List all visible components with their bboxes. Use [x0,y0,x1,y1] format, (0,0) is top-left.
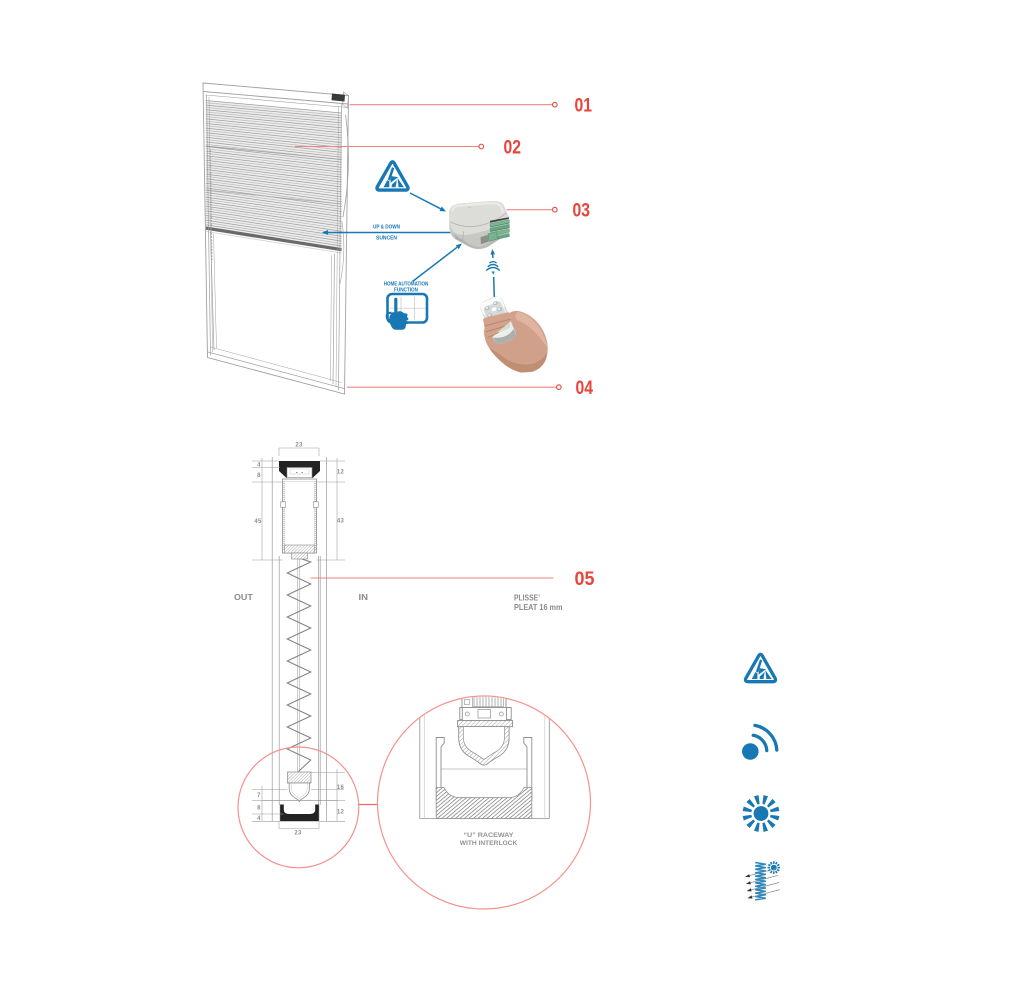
svg-text:4: 4 [257,816,261,822]
svg-text:05: 05 [575,568,595,590]
svg-text:8: 8 [257,473,261,479]
svg-text:02: 02 [504,136,522,158]
svg-text:8: 8 [257,806,261,812]
svg-text:“U” RACEWAY: “U” RACEWAY [464,832,514,839]
svg-text:4: 4 [257,462,261,468]
svg-text:43: 43 [337,519,345,525]
svg-text:OUT: OUT [234,592,254,602]
svg-text:12: 12 [337,809,345,815]
svg-text:WITH INTERLOCK: WITH INTERLOCK [460,840,518,847]
svg-text:7: 7 [257,793,261,799]
svg-text:HOME AUTOMATION: HOME AUTOMATION [384,282,429,288]
svg-text:PLISSE’: PLISSE’ [514,594,540,603]
svg-text:PLEAT 16 mm: PLEAT 16 mm [514,603,563,612]
svg-text:04: 04 [576,377,594,399]
svg-text:45: 45 [254,519,262,525]
svg-text:01: 01 [575,95,593,117]
svg-text:UP & DOWN: UP & DOWN [373,225,400,231]
svg-text:12: 12 [337,470,345,476]
svg-text:SUNCEN: SUNCEN [376,236,397,242]
svg-text:23: 23 [294,831,302,837]
svg-text:FUNCTION: FUNCTION [394,288,418,294]
svg-text:23: 23 [295,443,303,449]
svg-text:IN: IN [359,592,369,602]
svg-text:16: 16 [337,785,345,791]
svg-text:03: 03 [573,199,591,221]
